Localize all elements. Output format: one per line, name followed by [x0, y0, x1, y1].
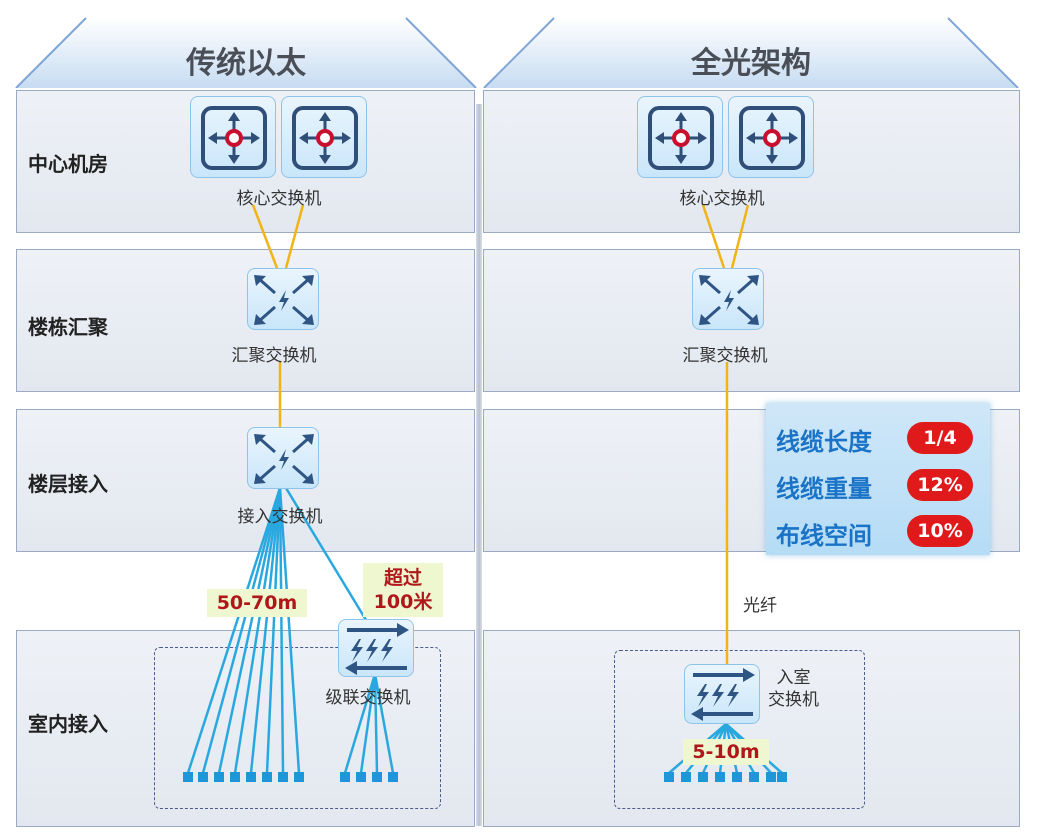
metric-cable-length-value: 1/4	[907, 422, 973, 454]
right-core-agg-link-b	[730, 204, 750, 269]
short-distance-tag: 50-70m	[207, 589, 307, 617]
router-icon	[739, 106, 805, 170]
room-distance-text: 5-10m	[692, 741, 760, 763]
router-icon	[648, 106, 714, 170]
room-switch[interactable]	[684, 664, 760, 724]
band-right-room	[483, 630, 1020, 827]
router-icon	[292, 106, 358, 170]
left-core-agg-link-a	[251, 204, 279, 269]
uplink-lines	[251, 204, 750, 664]
left-access-switch[interactable]	[247, 427, 319, 489]
left-aggregation-label: 汇聚交换机	[231, 346, 317, 366]
row-label-core: 中心机房	[28, 152, 108, 176]
access-to-cascade-cable	[284, 487, 368, 621]
right-core-agg-link-a	[701, 204, 726, 269]
left-access-label: 接入交换机	[237, 507, 323, 527]
cascade-switch[interactable]	[338, 619, 414, 677]
room-switch-label: 入室 交换机	[768, 667, 819, 711]
metric-cable-weight-label: 线缆重量	[776, 475, 872, 503]
short-distance-text: 50-70m	[216, 592, 298, 614]
endpoint-terminals	[183, 772, 787, 782]
left-header-shape	[15, 17, 477, 88]
left-core-label: 核心交换机	[236, 189, 322, 209]
right-aggregation-label: 汇聚交换机	[682, 346, 768, 366]
right-column-header: 全光架构	[482, 16, 1020, 88]
layer3-switch-icon	[699, 275, 759, 325]
left-column-title: 传统以太	[186, 46, 306, 81]
metrics-panel: 线缆长度 1/4 线缆重量 12% 布线空间 10%	[766, 403, 990, 555]
metric-cable-length-label: 线缆长度	[776, 428, 872, 456]
left-column-header: 传统以太	[14, 16, 478, 88]
column-divider	[476, 104, 482, 826]
band-left-agg	[16, 249, 475, 392]
long-distance-line1: 超过	[383, 567, 422, 589]
left-room-box	[154, 647, 441, 809]
layer3-switch-icon	[254, 434, 314, 484]
left-core-agg-link-b	[284, 204, 305, 269]
switch-arrows-icon	[691, 668, 755, 721]
left-core-switch-2[interactable]	[281, 96, 367, 178]
row-label-floor-access: 楼层接入	[28, 472, 108, 496]
metric-wiring-space-value: 10%	[907, 515, 973, 547]
room-distance-tag: 5-10m	[683, 739, 769, 765]
left-core-switch-1[interactable]	[190, 96, 276, 178]
copper-cables	[186, 487, 783, 774]
right-column-title: 全光架构	[691, 46, 811, 81]
right-core-label: 核心交换机	[679, 189, 765, 209]
room-switch-label-line2: 交换机	[768, 690, 819, 710]
metric-cable-weight-value: 12%	[907, 469, 973, 501]
row-label-aggregation: 楼栋汇聚	[28, 315, 108, 339]
router-icon	[201, 106, 267, 170]
long-distance-tag: 超过 100米	[363, 563, 443, 617]
long-distance-line2: 100米	[373, 591, 433, 613]
right-core-switch-1[interactable]	[637, 96, 723, 178]
fiber-label: 光纤	[743, 596, 777, 616]
band-left-floor	[16, 409, 475, 552]
right-core-switch-2[interactable]	[728, 96, 814, 178]
right-aggregation-switch[interactable]	[692, 268, 764, 330]
right-header-shape	[483, 17, 1019, 88]
cascade-switch-label: 级联交换机	[325, 688, 411, 708]
switch-arrows-icon	[345, 623, 409, 675]
layer3-switch-icon	[254, 275, 314, 325]
row-label-room-access: 室内接入	[28, 712, 108, 736]
metric-wiring-space-label: 布线空间	[776, 522, 872, 550]
right-room-box	[614, 650, 865, 809]
left-aggregation-switch[interactable]	[247, 268, 319, 330]
room-switch-label-line1: 入室	[776, 668, 811, 688]
